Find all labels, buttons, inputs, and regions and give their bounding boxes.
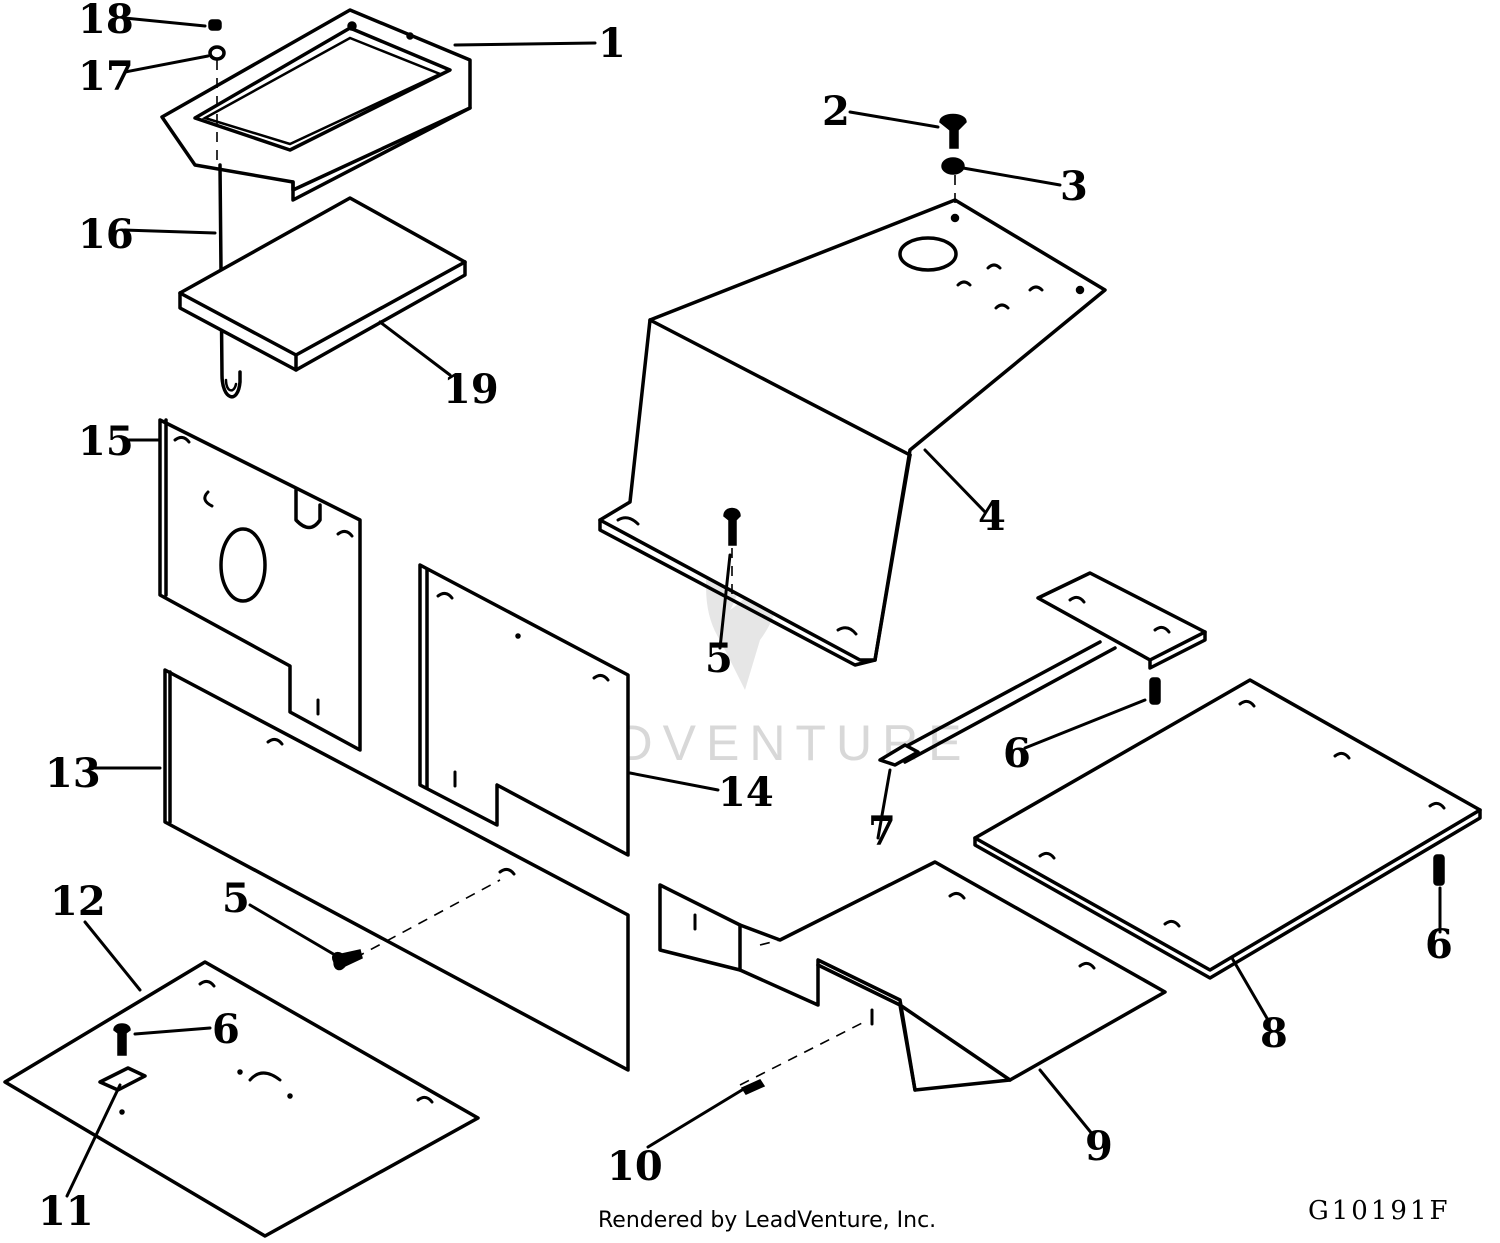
leader-lines [65,16,1442,1198]
callout-10: 10 [607,1143,663,1190]
callout-9: 9 [1085,1123,1113,1170]
rendered-by-credit: Rendered by LeadVenture, Inc. [598,1208,937,1233]
callout-18: 18 [78,0,134,43]
callout-5-upper: 5 [705,635,733,682]
part-15-panel [158,418,362,752]
part-9-pan [658,860,1167,1092]
callout-6-right: 6 [1425,921,1453,968]
hardware-2-3-5 [723,113,967,600]
callout-16: 16 [78,211,134,258]
callout-17: 17 [78,53,134,100]
callout-5-lower: 5 [222,875,250,922]
hardware-5-10 [331,949,766,1095]
part-1-frame [160,8,472,202]
callout-8: 8 [1260,1010,1288,1057]
hardware-18-17 [208,19,226,160]
callout-1: 1 [598,20,626,67]
callout-12: 12 [50,878,106,925]
callout-2: 2 [822,88,850,135]
part-4-shroud [598,198,1107,667]
part-14-panel [418,563,630,857]
figure-id: G10191F [1308,1196,1451,1226]
callout-6-plate: 6 [212,1006,240,1053]
part-7-bracket [878,571,1207,767]
callout-11: 11 [38,1188,94,1235]
callout-6-bracket: 6 [1003,730,1031,777]
callout-4: 4 [978,493,1006,540]
part-12-plate [3,960,480,1238]
callout-19: 19 [443,366,499,413]
callouts: 18 17 1 16 19 2 3 4 15 5 13 14 6 7 12 5 … [38,0,1453,1235]
callout-14: 14 [718,769,774,816]
part-13-plate [163,668,630,1072]
callout-15: 15 [78,418,134,465]
part-19-pad [178,196,467,372]
callout-7: 7 [868,808,896,855]
callout-3: 3 [1060,163,1088,210]
part-8-plate [973,678,1482,980]
callout-13: 13 [45,750,101,797]
part-16-j-bolt [218,163,242,399]
